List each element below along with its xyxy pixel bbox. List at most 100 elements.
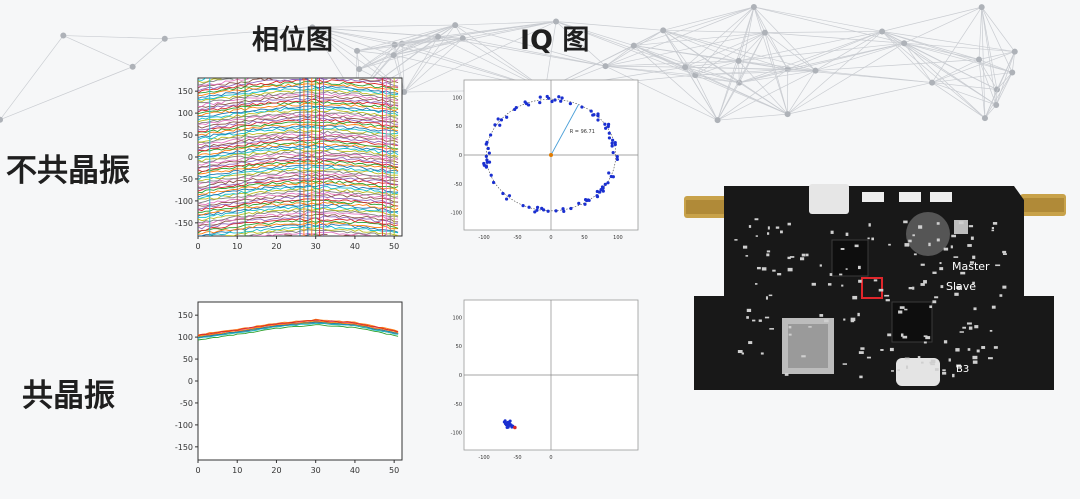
background-link (393, 21, 557, 56)
iq-point (596, 114, 600, 118)
pcb-board (694, 186, 1054, 390)
background-link (662, 30, 788, 115)
iq-point (501, 191, 505, 196)
board-component (769, 328, 774, 330)
y-tick-label: -50 (454, 182, 462, 188)
board-component (780, 230, 783, 234)
background-link (356, 36, 439, 52)
phase-series-line (198, 86, 399, 101)
board-component (904, 243, 910, 247)
phase-series-line (198, 78, 399, 92)
background-node (401, 89, 408, 96)
board-component (903, 220, 908, 224)
board-component (857, 312, 860, 317)
background-link (312, 27, 403, 44)
y-tick-label: -150 (175, 219, 193, 228)
board-component (800, 257, 805, 261)
iq-point (550, 99, 554, 104)
background-node (459, 35, 466, 42)
y-tick-label: 0 (188, 153, 193, 162)
background-link (455, 24, 606, 67)
phase-series-line (198, 162, 399, 175)
board-component (900, 333, 904, 337)
phase-series-line (198, 146, 399, 160)
iq-point (554, 209, 558, 213)
board-component (908, 286, 913, 290)
board-component (934, 296, 939, 299)
iq-point (507, 194, 512, 198)
background-link (717, 60, 739, 121)
iq-point (607, 136, 612, 140)
x-tick-label: 20 (271, 242, 281, 251)
board-component (811, 282, 816, 286)
board-component (902, 335, 908, 339)
phase-series-line (198, 211, 399, 225)
board-component (943, 340, 948, 344)
background-link (684, 32, 766, 68)
iq-point (568, 102, 572, 106)
background-link (605, 32, 765, 67)
phase-series-line (198, 124, 399, 139)
board-component (987, 357, 993, 360)
x-tick-label: 40 (350, 242, 360, 251)
y-tick-label: -50 (180, 175, 193, 184)
board-component (929, 361, 932, 364)
iq-point (592, 113, 596, 117)
board-component (767, 226, 770, 230)
board-component (801, 355, 806, 358)
iq-point (603, 182, 607, 186)
background-link (738, 60, 788, 115)
background-link (931, 6, 982, 83)
background-link (738, 42, 905, 62)
phase-series-line (198, 78, 399, 236)
board-component (766, 232, 770, 235)
board-component (766, 250, 771, 253)
board-component (999, 294, 1003, 297)
background-link (738, 31, 883, 62)
y-tick-label: 50 (183, 131, 193, 140)
iq-point (598, 190, 602, 194)
phase-series-line (198, 116, 399, 131)
board-component (952, 373, 955, 378)
x-tick-label: 50 (581, 235, 587, 241)
background-link (978, 51, 1015, 60)
x-tick-label: 100 (613, 235, 623, 241)
phase-series-line (198, 217, 399, 232)
background-link (462, 37, 606, 67)
phase-series-line (198, 221, 399, 235)
board-component (972, 281, 975, 285)
background-link (63, 35, 133, 68)
iq-point (557, 95, 561, 99)
background-link (357, 50, 394, 56)
phase-series-line (198, 142, 399, 157)
background-node (750, 4, 757, 11)
board-component (968, 326, 973, 330)
board-component (953, 256, 959, 258)
background-link (931, 59, 980, 83)
phase-series-line (198, 81, 399, 94)
phase-series-line (198, 207, 399, 222)
iq-point (484, 164, 488, 168)
background-link (662, 30, 696, 76)
radius-annotation: R = 96.71 (570, 129, 595, 135)
background-node (978, 4, 985, 11)
board-component (995, 264, 1001, 267)
row-title-shared-crystal: 共晶振 (22, 378, 115, 414)
board-component (928, 242, 931, 247)
phase-series-line (198, 128, 399, 143)
background-link (633, 45, 739, 62)
background-link (358, 44, 395, 70)
iq-point (538, 100, 542, 105)
x-tick-label: -100 (478, 455, 489, 461)
background-link (978, 59, 1013, 73)
background-link (633, 32, 765, 46)
y-tick-label: 150 (178, 311, 193, 320)
background-link (932, 72, 1013, 83)
background-link (996, 72, 1013, 90)
phase-series-line (198, 93, 399, 107)
board-component (885, 299, 890, 302)
board-component (898, 310, 903, 314)
background-node (976, 56, 983, 63)
board-component (960, 271, 966, 275)
